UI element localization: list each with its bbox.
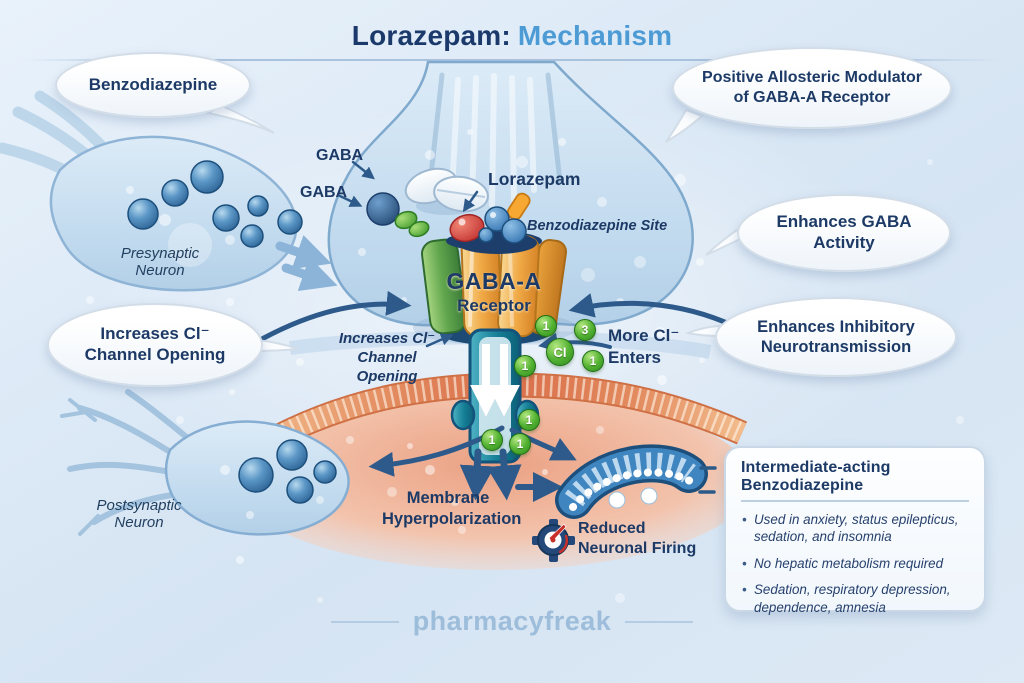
lorazepam-molecule	[366, 192, 537, 254]
left-bubble-to-receptor-arrow	[243, 290, 412, 351]
watermark-line-right	[625, 620, 694, 623]
lorazepam-pointer-arrow	[462, 190, 479, 213]
postsynaptic-neuron-label: Postsynaptic Neuron	[96, 497, 182, 531]
gaba-pointer-arrow	[351, 160, 375, 180]
chloride-channel	[450, 328, 540, 464]
speech-bubble-tails	[205, 104, 744, 353]
cytoplasm-bubbles	[346, 426, 604, 534]
chloride-ion: Cl	[546, 338, 574, 366]
benzodiazepine-site-label: Benzodiazepine Site	[527, 218, 668, 234]
gaba-molecule-blue	[366, 192, 400, 226]
chloride-ion: 1	[514, 355, 536, 377]
pill-icon	[404, 167, 489, 215]
receptor-name-label: GABA-A	[446, 268, 542, 294]
receptor-word-label: Receptor	[457, 296, 531, 315]
page-title: Lorazepam:Mechanism	[0, 20, 1024, 52]
gaba-label-2: GABA	[300, 184, 348, 201]
gaba-molecule-green	[408, 220, 430, 238]
chloride-ion: 3	[574, 319, 596, 341]
bubble-increases-cl-label: Increases Cl⁻ Channel Opening	[84, 324, 226, 364]
watermark-line-left	[330, 620, 399, 623]
lorazepam-label: Lorazepam	[488, 169, 581, 189]
membrane-hyperpolarization-label: Membrane Hyperpolarization	[382, 489, 522, 528]
bubble-increases-cl: Increases Cl⁻ Channel Opening	[47, 303, 263, 387]
presynaptic-neuron-shape	[0, 90, 298, 292]
chloride-ion: 1	[509, 433, 531, 455]
membrane-segment-icon	[555, 444, 717, 519]
chloride-ion: 1	[535, 315, 557, 337]
watermark-text: pharmacyfreak	[412, 606, 612, 636]
bubble-benzodiazepine: Benzodiazepine	[55, 52, 251, 118]
channel-opening-pointer-arrow	[425, 333, 454, 348]
watermark: pharmacyfreak	[0, 606, 1024, 637]
info-box-bullet: Sedation, respiratory depression, depend…	[741, 581, 969, 616]
more-cl-enters-label: More Cl⁻ Enters	[608, 326, 680, 368]
bubble-benzodiazepine-label: Benzodiazepine	[88, 74, 218, 94]
benzodiazepine-site-marker	[506, 192, 531, 221]
increases-cl-inline-label: Increases Cl⁻ Channel Opening	[338, 330, 436, 385]
gaba-molecule-green	[394, 210, 418, 230]
bubble-positive-allosteric: Positive Allosteric Modulator of GABA-A …	[672, 47, 952, 129]
chloride-ion: 1	[582, 350, 604, 372]
bubble-enhances-gaba: Enhances GABA Activity	[737, 194, 951, 272]
reduced-neuronal-firing-label: Reduced Neuronal Firing	[578, 520, 697, 557]
title-underline	[22, 59, 1002, 61]
gaba-label-1: GABA	[316, 147, 364, 164]
title-suffix: Mechanism	[517, 20, 673, 51]
gaba-pointer-arrow	[338, 194, 363, 207]
bubble-enhances-inhibitory: Enhances Inhibitory Neurotransmission	[715, 297, 957, 377]
gauge-icon	[532, 519, 575, 562]
bubble-enhances-gaba-label: Enhances GABA Activity	[776, 212, 912, 252]
postsynaptic-neuron-shape	[60, 389, 350, 536]
bubble-enhances-inhibitory-label: Enhances Inhibitory Neurotransmission	[757, 317, 915, 356]
info-box-title: Intermediate-acting Benzodiazepine	[741, 459, 969, 502]
channel-exit-arrow	[459, 448, 495, 501]
info-box-bullet: Used in anxiety, status epilepticus, sed…	[741, 511, 969, 546]
vesicle-release-arrows	[275, 234, 338, 292]
chloride-ion: 1	[518, 409, 540, 431]
title-drug-name: Lorazepam:	[351, 20, 511, 51]
negative-charge-marks	[698, 466, 717, 494]
drug-info-box: Intermediate-acting Benzodiazepine Used …	[724, 446, 986, 615]
neurotransmitter-vesicles	[127, 160, 303, 248]
channel-exit-arrow	[486, 448, 522, 501]
presynaptic-neuron-label: Presynaptic Neuron	[120, 245, 200, 279]
bubble-positive-allosteric-label: Positive Allosteric Modulator of GABA-A …	[702, 69, 922, 106]
info-box-bullet-list: Used in anxiety, status epilepticus, sed…	[741, 511, 969, 616]
chloride-ion: 1	[481, 429, 503, 451]
info-box-bullet: No hepatic metabolism required	[741, 555, 969, 573]
